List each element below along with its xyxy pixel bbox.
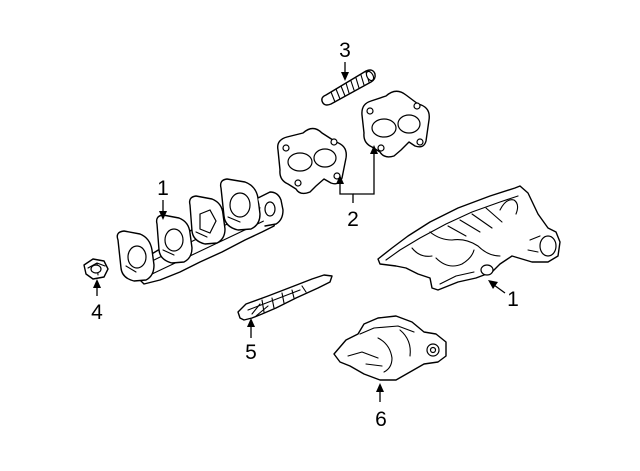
arrow-1a bbox=[159, 211, 167, 220]
callout-5: 5 bbox=[245, 341, 257, 364]
heat-shield-6[interactable] bbox=[333, 315, 447, 381]
callout-1-right: 1 bbox=[507, 288, 519, 311]
exhaust-manifold-right[interactable] bbox=[377, 185, 561, 291]
nut-part[interactable] bbox=[83, 258, 109, 280]
callout-1-left: 1 bbox=[157, 177, 169, 200]
callout-3: 3 bbox=[339, 39, 351, 62]
gasket-right[interactable] bbox=[361, 90, 430, 158]
callout-6: 6 bbox=[375, 408, 387, 431]
stud-part[interactable] bbox=[321, 69, 376, 106]
arrow-1b bbox=[488, 280, 498, 289]
arrow-5 bbox=[247, 318, 255, 327]
heat-shield-5[interactable] bbox=[237, 274, 333, 321]
callout-labels: 3 1 4 2 1 5 6 bbox=[91, 39, 519, 431]
arrow-6 bbox=[376, 383, 384, 392]
gasket-left[interactable] bbox=[277, 127, 347, 195]
arrow-4 bbox=[93, 279, 101, 288]
arrow-2b bbox=[370, 145, 378, 154]
arrow-2a bbox=[336, 175, 344, 184]
callout-4: 4 bbox=[91, 301, 103, 324]
arrow-3 bbox=[341, 72, 349, 81]
exhaust-manifold-left[interactable] bbox=[116, 178, 284, 285]
leaders bbox=[93, 62, 506, 402]
callout-2: 2 bbox=[347, 208, 359, 231]
